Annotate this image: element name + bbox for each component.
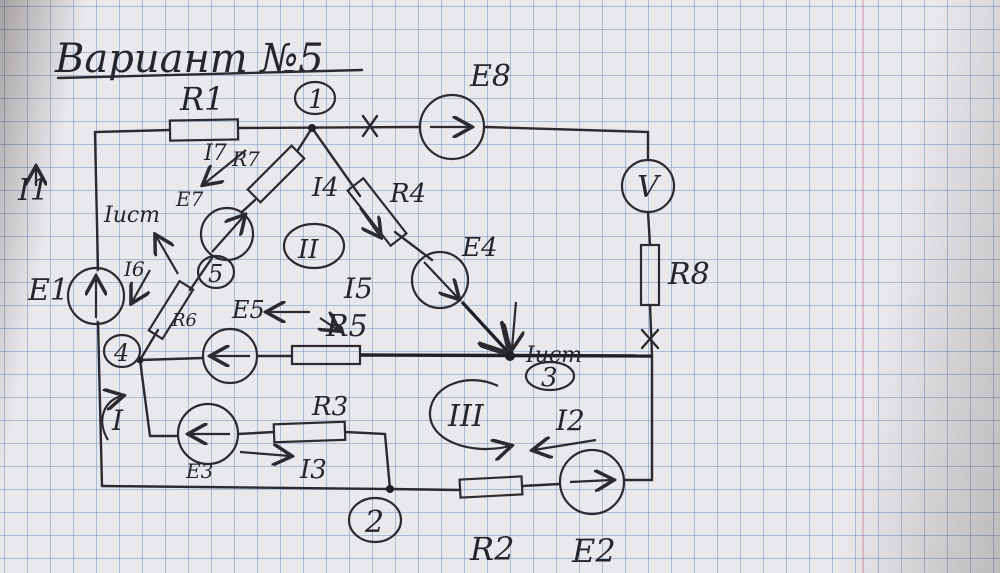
wire-mid-left <box>138 356 205 362</box>
voltmeter-label: V <box>637 170 662 205</box>
wire-left-diag-top <box>296 126 314 152</box>
label-r8: R8 <box>667 257 710 292</box>
label-r6: R6 <box>171 310 197 331</box>
title-underline <box>56 68 364 80</box>
svg-text:I: I <box>111 404 124 437</box>
label-r1: R1 <box>179 80 224 118</box>
label-e8: E8 <box>469 59 511 94</box>
label-iist-right: Iист <box>525 343 582 368</box>
label-i2: I2 <box>555 404 585 437</box>
current-arrow-iist-right <box>512 301 516 348</box>
resistor-r8 <box>639 243 661 307</box>
node-label-4: 4 <box>102 333 142 369</box>
label-iist-left: Iист <box>103 203 160 228</box>
current-arrow-i5 <box>320 318 338 330</box>
wire-right-lower <box>648 303 654 357</box>
source-e4 <box>410 250 470 310</box>
margin-line <box>862 0 864 573</box>
node-label-1: 1 <box>293 80 337 116</box>
label-i1: I1 <box>17 173 49 208</box>
voltmeter: V <box>620 158 676 214</box>
current-arrow-iist-left <box>156 236 179 275</box>
label-e5: E5 <box>231 296 265 324</box>
label-i5: I5 <box>343 272 373 305</box>
resistor-r1 <box>168 118 240 142</box>
label-i3: I3 <box>299 455 327 485</box>
svg-text:III: III <box>447 399 485 434</box>
label-r4: R4 <box>389 179 426 209</box>
current-arrow-i3 <box>239 452 290 456</box>
resistor-r2 <box>458 475 524 499</box>
node-label-5: 5 <box>196 254 236 290</box>
loop-III: III <box>428 379 510 449</box>
wire-bottom-left <box>100 484 462 492</box>
resistor-r7 <box>246 144 306 204</box>
wire-left-top <box>93 128 172 272</box>
junction-node3 <box>505 351 515 361</box>
source-e5 <box>201 327 259 385</box>
current-arrow-i4 <box>359 207 380 236</box>
wire-left-bottom <box>96 320 104 488</box>
label-e4: E4 <box>461 233 498 263</box>
label-i7: I7 <box>203 141 227 166</box>
source-e1 <box>66 266 126 326</box>
label-r3: R3 <box>311 392 348 422</box>
node-label-3: 3 <box>524 360 576 393</box>
label-i4: I4 <box>311 173 339 203</box>
wire-bottom-mid <box>520 482 562 488</box>
label-e1: E1 <box>27 273 69 308</box>
wire-top-mid <box>236 125 422 130</box>
label-r7: R7 <box>231 147 260 171</box>
source-e2 <box>558 448 626 516</box>
loop-II: II <box>282 222 346 270</box>
source-e7 <box>199 206 255 262</box>
svg-text:2: 2 <box>364 505 384 540</box>
label-r5: R5 <box>325 309 368 344</box>
wire-e3-r3 <box>236 430 276 436</box>
current-arrow-i6 <box>132 269 151 302</box>
wire-r3-node2 <box>343 430 392 491</box>
label-e3: E3 <box>185 459 213 483</box>
node-label-2: 2 <box>347 496 403 544</box>
resistor-r5 <box>290 344 362 366</box>
current-arrow-i2 <box>534 440 597 450</box>
wire-node4-e3 <box>138 358 180 438</box>
svg-text:II: II <box>297 235 319 265</box>
svg-text:5: 5 <box>208 260 223 288</box>
svg-text:4: 4 <box>113 339 129 367</box>
resistor-r3 <box>272 420 347 444</box>
current-arrow-i7 <box>204 149 247 184</box>
label-e2: E2 <box>571 532 616 570</box>
resistor-r6 <box>147 279 195 341</box>
wire-right-upper <box>646 210 652 247</box>
source-e3 <box>176 402 240 466</box>
wire-diag-top <box>310 126 362 198</box>
label-e7: E7 <box>175 187 204 211</box>
source-e8 <box>418 93 486 161</box>
wire-diag-bottom <box>460 300 508 352</box>
wire-bottom-right <box>622 353 654 482</box>
loop-I: I <box>101 396 124 441</box>
junction-node1 <box>308 124 316 132</box>
break-mark-right <box>640 328 660 350</box>
wire-left-diag-b <box>188 256 214 292</box>
wire-top-right <box>483 125 650 162</box>
break-mark-top <box>361 114 379 138</box>
wire-left-diag-a <box>240 198 257 214</box>
junction-node2 <box>386 485 394 493</box>
svg-text:1: 1 <box>308 85 325 115</box>
label-i6: I6 <box>123 257 145 281</box>
label-r2: R2 <box>469 530 514 568</box>
svg-text:3: 3 <box>541 363 558 393</box>
